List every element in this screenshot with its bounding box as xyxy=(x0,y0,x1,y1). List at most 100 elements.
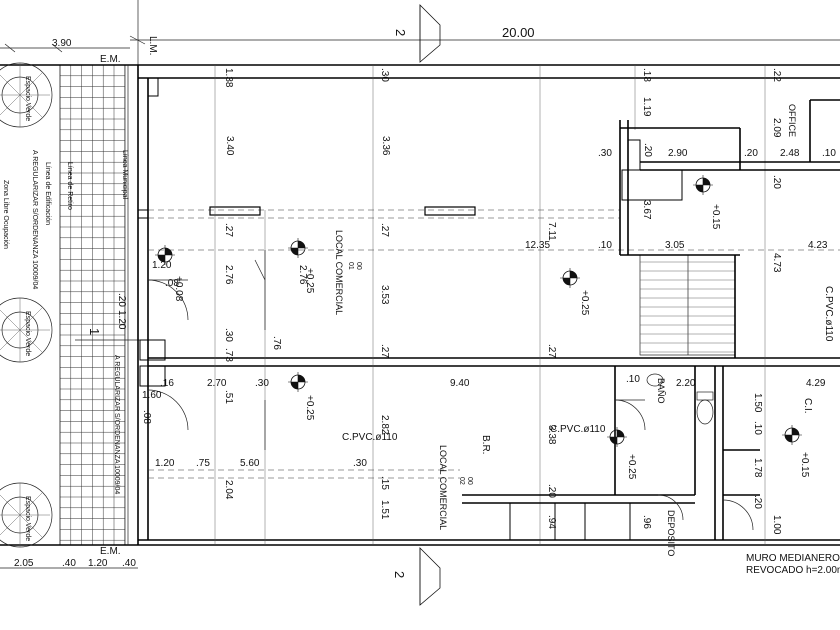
dim-119: 1.19 xyxy=(641,97,652,117)
dim-340: 3.40 xyxy=(224,136,235,156)
tree-symbol-2 xyxy=(0,297,53,363)
pipe-label-1: C.PVC.ø110 xyxy=(342,432,398,443)
dim-94: .94 xyxy=(546,515,557,529)
dim-473: 4.73 xyxy=(771,253,782,273)
zona-libre-note: Zona Libre Ocupación xyxy=(2,180,9,249)
room-tag-2: 00 xyxy=(355,262,362,270)
dim-353: 3.53 xyxy=(379,285,390,305)
office-block xyxy=(619,99,840,255)
level-marker-symbol xyxy=(560,268,580,288)
overall-width-label: 20.00 xyxy=(502,25,535,40)
dim-008: .08 xyxy=(165,278,179,289)
section-mark-top xyxy=(419,4,441,63)
level-marker-symbol xyxy=(607,427,627,447)
dim-08b: .08 xyxy=(141,410,152,424)
dim-270: 2.70 xyxy=(207,378,227,389)
dim-bottom-40b: .40 xyxy=(122,558,136,569)
dim-73: .73 xyxy=(223,348,234,362)
dim-10a: .10 xyxy=(822,148,836,159)
section-mark-bottom xyxy=(419,547,441,606)
level-marker-symbol xyxy=(288,372,308,392)
section-mark-top-label: 2 xyxy=(393,29,408,36)
level-6: +0.15 xyxy=(799,452,810,478)
dim-51: .51 xyxy=(223,390,234,404)
dim-bottom-40a: .40 xyxy=(62,558,76,569)
dim-20a: .20 xyxy=(642,143,653,157)
dim-10c: .10 xyxy=(626,374,640,385)
dim-18: .18 xyxy=(641,68,652,82)
level-7: +0.08 xyxy=(173,276,184,302)
dim-151: 1.51 xyxy=(379,500,390,520)
dim-423: 4.23 xyxy=(808,240,828,251)
room-br: B.R. xyxy=(480,435,491,454)
dim-100: 1.00 xyxy=(771,515,782,535)
a-regularizar-note-1: A REGULARIZAR S/ORDENANZA 10009/04 xyxy=(31,150,38,289)
dim-560: 5.60 xyxy=(240,458,260,469)
sidewalk-tile-grid xyxy=(59,64,126,545)
dim-209: 2.09 xyxy=(771,118,782,138)
dim-bottom-120: 1.20 xyxy=(88,558,108,569)
dim-16: .16 xyxy=(160,378,174,389)
rotated-note-1: Línea de Edificación xyxy=(44,162,51,225)
dim-120a: 1.20 xyxy=(152,260,172,271)
overall-dimension-line xyxy=(0,0,840,70)
rotated-note-3: Línea de Retiro xyxy=(66,162,73,210)
sidewalk-width-label: 3.90 xyxy=(52,38,72,49)
level-marker-symbol xyxy=(155,245,175,265)
room-local-comercial-1: LOCAL COMERCIAL xyxy=(334,230,344,315)
dim-22: .22 xyxy=(771,68,782,82)
muro-note-2: REVOCADO h=2.00m xyxy=(746,565,840,576)
dim-160: 1.60 xyxy=(142,390,162,401)
dim-138: 1.38 xyxy=(223,68,234,88)
dim-367: 3.67 xyxy=(641,200,652,220)
level-3: +0.25 xyxy=(304,395,315,421)
em-top-label: E.M. xyxy=(100,54,121,65)
dim-75: .75 xyxy=(196,458,210,469)
room-tag-4: 00 xyxy=(466,477,473,485)
dim-290: 2.90 xyxy=(668,148,688,159)
dim-20d: .20 xyxy=(116,293,127,307)
dim-336: 3.36 xyxy=(380,136,391,156)
dim-282: 2.82 xyxy=(379,415,390,435)
level-marker-symbol xyxy=(288,238,308,258)
entrance-doors xyxy=(139,250,266,450)
dim-10d: .10 xyxy=(752,421,763,435)
dim-120c: 1.20 xyxy=(155,458,175,469)
dim-204: 2.04 xyxy=(223,480,234,500)
dim-10b: .10 xyxy=(598,240,612,251)
lm-label: L.M. xyxy=(147,36,158,55)
dim-338: 3.38 xyxy=(546,425,557,445)
dim-20e: .20 xyxy=(546,484,557,498)
stair-symbol xyxy=(639,254,736,356)
dim-248: 2.48 xyxy=(780,148,800,159)
dim-150: 1.50 xyxy=(752,393,763,413)
section-mark-left-label: 1 xyxy=(87,328,102,335)
dim-27b: .27 xyxy=(379,223,390,237)
dim-220: 2.20 xyxy=(676,378,696,389)
a-regularizar-note-2: A REGULARIZAR S/ORDENANZA 10009/04 xyxy=(113,355,120,494)
level-4: +0.25 xyxy=(626,454,637,480)
dim-178: 1.78 xyxy=(752,458,763,478)
muro-note-1: MURO MEDIANERO D xyxy=(746,553,840,564)
section-mark-bottom-label: 2 xyxy=(392,571,407,578)
dim-429: 4.29 xyxy=(806,378,826,389)
dim-711: 7.11 xyxy=(546,222,557,241)
em-bottom-label: E.M. xyxy=(100,546,121,557)
tree-symbol-3 xyxy=(0,482,53,548)
tree-label-1: Espacio Verde xyxy=(24,76,31,121)
tree-label-3: Espacio Verde xyxy=(24,496,31,541)
level-marker-symbol xyxy=(693,175,713,195)
dim-27a: .27 xyxy=(223,223,234,237)
dim-30d: .30 xyxy=(255,378,269,389)
office-label: OFFICE xyxy=(787,104,797,137)
tree-symbol-1 xyxy=(0,62,53,128)
pipe-label-2: C.PVC.ø110 xyxy=(550,424,606,435)
dim-30c: .30 xyxy=(223,328,234,342)
bathroom-block xyxy=(462,366,760,541)
building-walls xyxy=(137,64,840,546)
level-5: +0.15 xyxy=(710,204,721,230)
room-bano: BAÑO xyxy=(656,378,666,404)
level-marker-symbol xyxy=(782,425,802,445)
dim-276b: 2.76 xyxy=(297,265,308,285)
